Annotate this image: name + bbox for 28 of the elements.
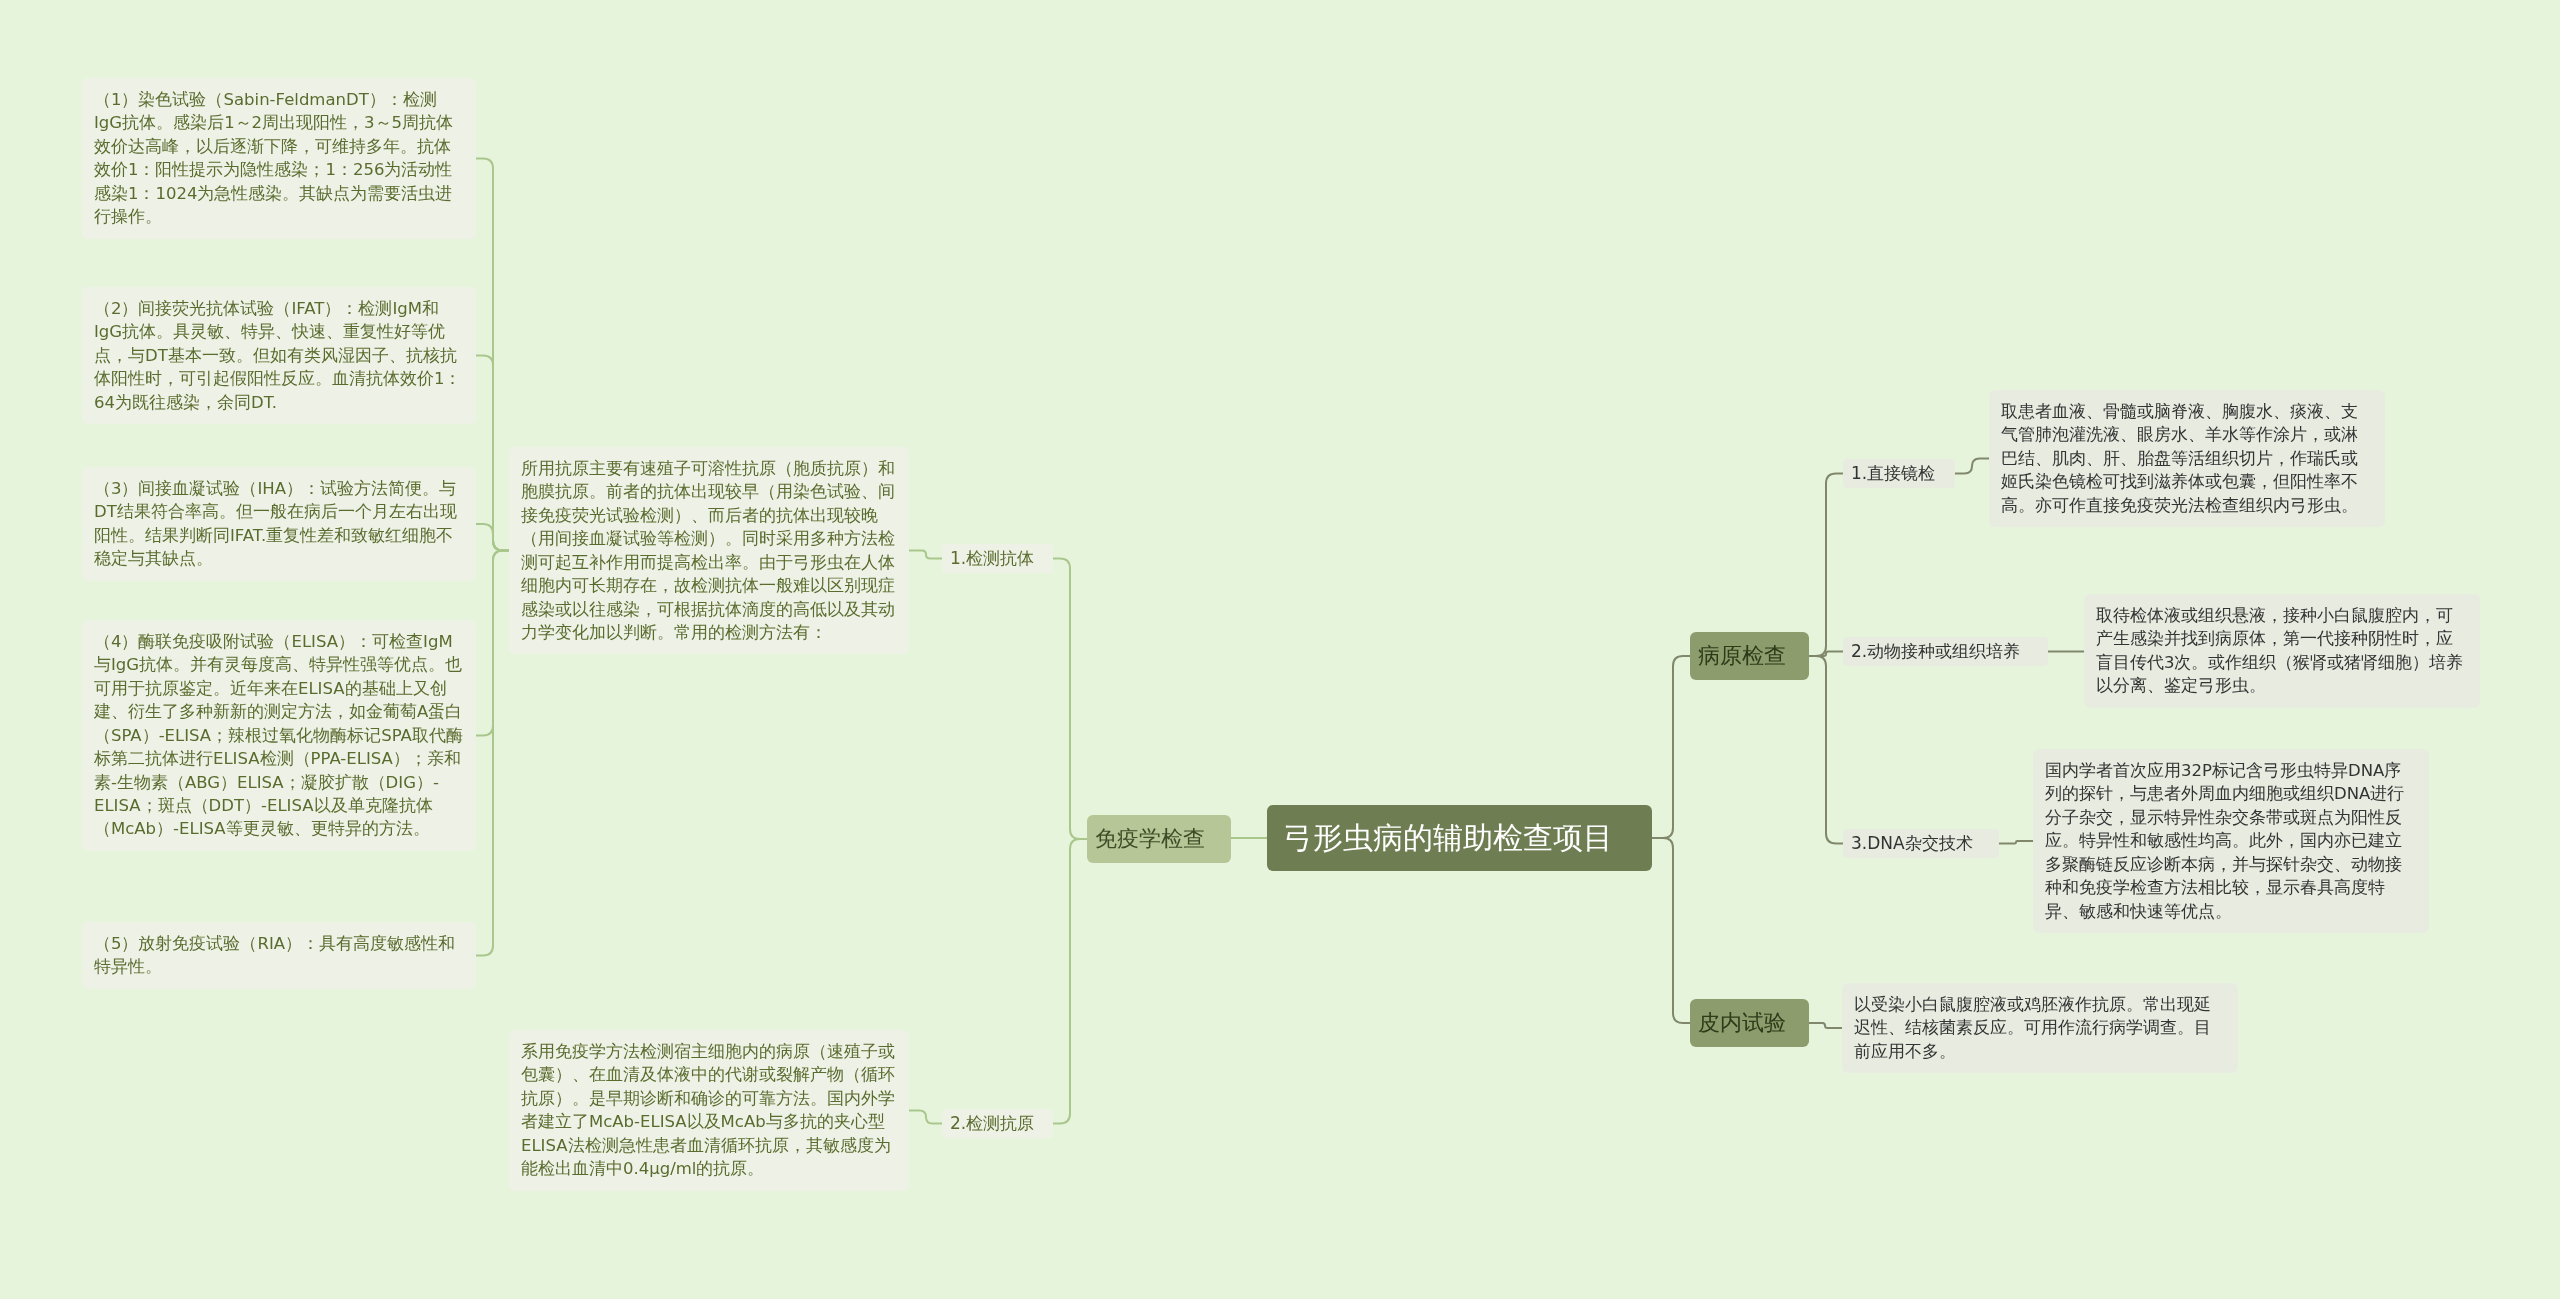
detail-note: 取患者血液、骨髓或脑脊液、胸腹水、痰液、支气管肺泡灌洗液、眼房水、羊水等作涂片，或淋巴结、肌肉、肝、胎盘等活组织切片，作瑞氏或姬氏染色镜检可找到滋养体或包囊，但阳性率不高。亦可作直接免疫荧光法检查组织内弓形虫。 — [1989, 390, 2385, 528]
detail-note: 系用免疫学方法检测宿主细胞内的病原（速殖子或包囊）、在血清及体液中的代谢或裂解产物（循环抗原）。是早期诊断和确诊的可靠方法。国内外学者建立了McAb-ELISA以及McAb与多抗的夹心型ELISA法检测急性患者血清循环抗原，其敏感度为能检出血清中0.4μg/ml的抗原。 — [509, 1030, 909, 1191]
connector-line — [908, 1109, 943, 1125]
connector-line — [1052, 838, 1088, 1125]
detail-note: 取待检体液或组织悬液，接种小白鼠腹腔内，可产生感染并找到病原体，第一代接种阴性时，应盲目传代3次。或作组织（猴肾或猪肾细胞）培养以分离、鉴定弓形虫。 — [2084, 594, 2480, 708]
subtopic: 2.检测抗原 — [942, 1109, 1053, 1139]
subtopic: 2.动物接种或组织培养 — [1843, 637, 2048, 667]
detail-note: （4）酶联免疫吸附试验（ELISA）：可检查IgM与IgG抗体。并有灵每度高、特异性强等优点。也可用于抗原鉴定。近年来在ELISA的基础上又创建、衍生了多种新新的测定方法，如金葡萄A蛋白（SPA）-ELISA；辣根过氧化物酶标记SPA取代酶标第二抗体进行ELISA检测（PPA-ELISA）；亲和素-生物素（ABG）ELISA；凝胶扩散（DIG）-ELISA；斑点（DDT）-ELISA以及单克隆抗体（McAb）-ELISA等更灵敏、更特异的方法。 — [82, 620, 476, 851]
branch-topic: 免疫学检查 — [1087, 815, 1231, 863]
connector-line — [1998, 840, 2034, 845]
detail-note: （5）放射免疫试验（RIA）：具有高度敏感性和特异性。 — [82, 922, 476, 989]
detail-note: 国内学者首次应用32P标记含弓形虫特异DNA序列的探针，与患者外周血内细胞或组织DNA进行分子杂交，显示特异性杂交条带或斑点为阳性反应。特异性和敏感性均高。此外，国内亦已建立多聚酶链反应诊断本病，并与探针杂交、动物接种和免疫学检查方法相比较，显示春具高度特异、敏感和快速等优点。 — [2033, 749, 2429, 933]
branch-topic: 皮内试验 — [1690, 999, 1809, 1047]
connector-line — [908, 549, 943, 560]
connector-line — [2047, 650, 2085, 653]
branch-topic: 病原检查 — [1690, 632, 1809, 680]
detail-note: （2）间接荧光抗体试验（IFAT）：检测IgM和IgG抗体。具灵敏、特异、快速、重复性好等优点，与DT基本一致。但如有类风湿因子、抗核抗体阳性时，可引起假阳性反应。血清抗体效价1：64为既往感染，余同DT. — [82, 287, 476, 425]
connector-line — [1808, 1022, 1843, 1029]
detail-note: 以受染小白鼠腹腔液或鸡胚液作抗原。常出现延迟性、结核菌素反应。可用作流行病学调查。目前应用不多。 — [1842, 983, 2238, 1074]
central-topic: 弓形虫病的辅助检查项目 — [1267, 805, 1652, 871]
detail-note: 所用抗原主要有速殖子可溶性抗原（胞质抗原）和胞膜抗原。前者的抗体出现较早（用染色试验、间接免疫荧光试验检测）、而后者的抗体出现较晚（用间接血凝试验等检测）。同时采用多种方法检测可起互补作用而提高检出率。由于弓形虫在人体细胞内可长期存在，故检测抗体一般难以区别现症感染或以往感染，可根据抗体滴度的高低以及其动力学变化加以判断。常用的检测方法有： — [509, 447, 909, 655]
subtopic: 1.检测抗体 — [942, 544, 1053, 574]
connector-line — [1230, 837, 1268, 839]
subtopic: 3.DNA杂交技术 — [1843, 829, 1999, 859]
detail-note: （1）染色试验（Sabin-FeldmanDT）：检测IgG抗体。感染后1～2周出现阳性，3～5周抗体效价达高峰，以后逐渐下降，可维持多年。抗体效价1：阳性提示为隐性感染；1：256为活动性感染1：1024为急性感染。其缺点为需要活虫进行操作。 — [82, 78, 476, 239]
detail-note: （3）间接血凝试验（IHA）：试验方法简便。与DT结果符合率高。但一般在病后一个月左右出现阳性。结果判断同IFAT.重复性差和致敏红细胞不稳定与其缺点。 — [82, 467, 476, 581]
subtopic: 1.直接镜检 — [1843, 459, 1955, 489]
connector-line — [1954, 457, 1990, 475]
